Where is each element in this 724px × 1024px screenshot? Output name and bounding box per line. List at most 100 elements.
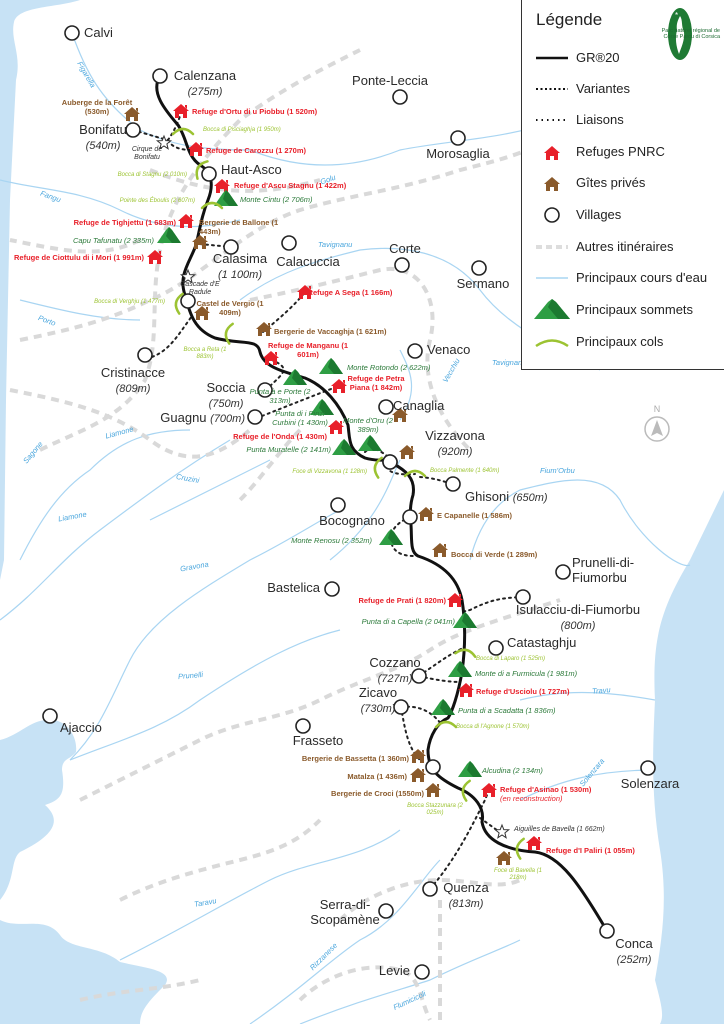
other-trail [298, 965, 432, 1021]
legend-circle-icon [544, 207, 560, 223]
summit-label-name: Monte Rotondo (2 622m) [347, 363, 431, 372]
village-icon [257, 382, 273, 398]
refuge-label-name: Refuge de Prati (1 820m) [358, 596, 446, 605]
gite-label-name: Bergerie de Bassetta (1 360m) [301, 754, 409, 763]
site-label: Cascade d'E Radule [175, 281, 225, 297]
summit-icon [319, 358, 343, 374]
site-label-name: Cirque de Bonifatu [131, 146, 163, 162]
legend-item: Autres itinéraires [522, 236, 724, 258]
col-label-name: Bocca di Pisciaghja (1 950m) [203, 127, 281, 133]
village-icon [223, 239, 239, 255]
village-label: Bocognano [319, 513, 385, 529]
legend-brown-house-icon [544, 177, 560, 191]
village-icon [488, 640, 504, 656]
refuge-icon [331, 379, 347, 393]
gite-icon [124, 107, 140, 121]
gite-label-name: Auberge de la Forêt (530m) [61, 98, 133, 116]
legend-title: Légende [536, 10, 603, 29]
village-label-name: Guagnu [160, 410, 207, 425]
village-icon [394, 257, 410, 273]
river-label: Tavignanu [318, 240, 353, 249]
col-label-name: Bocca di Verghju (1 477m) [94, 299, 165, 305]
star-icon [155, 134, 173, 150]
river [399, 349, 413, 421]
other-trail [19, 128, 562, 342]
col-arc-icon [434, 720, 458, 729]
summit-label: Monte Cintu (2 706m) [240, 195, 313, 205]
summit-label-name: Alcudina (2 134m) [482, 766, 543, 775]
other-trail [79, 978, 201, 1002]
refuge-label-name: Refuge d'I Paliri (1 055m) [546, 846, 635, 855]
refuge-label-name: Refuge de Manganu (1 601m) [268, 341, 349, 359]
river [519, 691, 656, 701]
river-label: Tavignanu [492, 358, 527, 367]
legend-item: Liaisons [522, 109, 724, 131]
village-label: Solenzara [621, 776, 680, 792]
village-label-name: Sermano [456, 276, 510, 291]
village-label-name: Isulacciu-di-Fiumorbu [515, 602, 641, 617]
village-icon [281, 235, 297, 251]
legend-item-label: Principaux sommets [576, 302, 694, 317]
village-label-name: Quenza [443, 880, 489, 895]
other-trail [249, 266, 472, 452]
village-label-name: Bocognano [319, 513, 385, 528]
col-label-name: Foce di Vizzavona (1 128m) [292, 469, 367, 475]
legend-dotted-line [536, 119, 568, 121]
village-label-name: Venaco [427, 342, 471, 357]
legend-item-label: Refuges PNRC [576, 144, 665, 159]
gite-label-name: Bergerie de Ballone (1 443m) [199, 218, 279, 236]
col-label: Foce di Vizzavona (1 128m) [292, 469, 367, 476]
village-label-name: Conca [615, 936, 653, 951]
refuge-icon [297, 285, 313, 299]
legend-item: Gîtes privés [522, 172, 724, 194]
river [249, 119, 561, 166]
col-arc-icon [403, 469, 427, 478]
river [119, 829, 401, 961]
village-icon [515, 589, 531, 605]
col-arc-icon [373, 456, 383, 479]
refuge-label-name: Refuge d'Asinao (1 530m) [500, 785, 592, 794]
refuge-label: Refuge de Tighjettu (1 683m) [73, 218, 176, 228]
gite-label: Bergerie de Bassetta (1 360m) [301, 754, 409, 764]
star-icon [493, 823, 511, 839]
gite-icon [399, 445, 415, 459]
legend-item-label: Gîtes privés [576, 175, 646, 190]
refuge-label: Refuge de Carozzu (1 270m) [206, 146, 307, 156]
summit-label: Alcudina (2 134m) [482, 766, 543, 776]
river [0, 439, 231, 621]
village-label: Guagnu (700m) [160, 410, 245, 426]
refuge-icon [481, 783, 497, 797]
village-icon [555, 564, 571, 580]
village-label: Haut-Asco [221, 162, 282, 178]
summit-label-name: Punta di i Pinzi Curbini (1 430m) [272, 409, 328, 427]
village-icon [295, 718, 311, 734]
summit-label-name: Monte Cintu (2 706m) [240, 195, 313, 204]
summit-icon [332, 439, 356, 455]
village-icon [392, 89, 408, 105]
village-label: Zicavo(730m) [358, 685, 398, 716]
village-label-name: Vizzavona [425, 428, 485, 443]
sea-southwest [0, 920, 167, 1024]
gite-icon [432, 543, 448, 557]
village-label-name: Catastaghju [507, 635, 577, 650]
village-label-alt: (252m) [616, 953, 652, 966]
river-label: Travu [591, 685, 611, 696]
other-trail [338, 877, 521, 922]
village-icon [445, 476, 461, 492]
legend-dense-dotted-line [536, 88, 568, 90]
village-label-name: Frasseto [292, 733, 344, 748]
legend-item: Principaux sommets [522, 299, 724, 321]
village-label: Isulacciu-di-Fiumorbu(800m) [515, 602, 641, 633]
river [19, 429, 191, 561]
gite-icon [425, 783, 441, 797]
village-icon [152, 68, 168, 84]
gite-label: Bergerie de Ballone (1 443m) [199, 218, 289, 236]
village-label-name: Zicavo [358, 685, 398, 700]
summit-icon [157, 227, 181, 243]
refuge-label-name: Refuge de Carozzu (1 270m) [206, 146, 307, 155]
village-label: Vizzavona(920m) [425, 428, 485, 459]
refuge-label-name: Refuge de Tighjettu (1 683m) [73, 218, 176, 227]
col-label: Bocca di Verghju (1 477m) [94, 299, 165, 306]
village-icon [378, 399, 394, 415]
